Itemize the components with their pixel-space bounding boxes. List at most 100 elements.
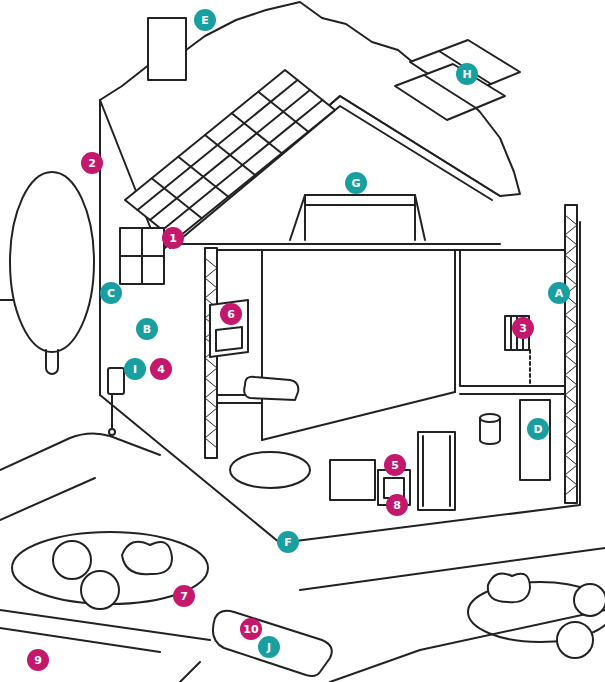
walls-part xyxy=(460,393,565,395)
ground-part xyxy=(488,573,530,602)
callout-circle-fill xyxy=(136,318,158,340)
callout-label: F xyxy=(277,531,299,553)
callout-number: 3 xyxy=(512,317,534,339)
tree xyxy=(10,172,94,374)
meter-box-part xyxy=(109,429,115,435)
solar-panels-part xyxy=(138,80,323,230)
ground-part xyxy=(557,622,593,658)
callout-circle-fill xyxy=(527,418,549,440)
callout-label: A xyxy=(548,282,570,304)
callout-circle-fill xyxy=(258,636,280,658)
walls-part xyxy=(261,250,263,440)
interior-items-part xyxy=(529,350,531,386)
window-part xyxy=(120,228,164,284)
callout-number: 7 xyxy=(173,585,195,607)
callout-number: 5 xyxy=(384,454,406,476)
walls-part xyxy=(100,100,580,543)
ground-part xyxy=(53,541,91,579)
callout-letter: J xyxy=(258,636,280,658)
callout-label: 6 xyxy=(220,303,242,325)
ground-part xyxy=(213,611,332,676)
callout-circle-fill xyxy=(220,303,242,325)
callout-circle-fill xyxy=(277,531,299,553)
walls-part xyxy=(305,204,415,206)
walls-part xyxy=(565,205,577,503)
ground-part xyxy=(180,662,200,682)
callout-number: 8 xyxy=(386,494,408,516)
window xyxy=(120,228,164,284)
callout-circle-fill xyxy=(456,63,478,85)
interior-items-part xyxy=(520,400,550,480)
callout-label: 8 xyxy=(386,494,408,516)
walls-part xyxy=(454,250,456,392)
interior-items-part xyxy=(216,327,242,351)
ground-part xyxy=(0,610,210,640)
walls-part xyxy=(217,402,262,404)
callout-letter: A xyxy=(548,282,570,304)
walls xyxy=(100,100,580,543)
ground xyxy=(0,300,605,682)
ground-part xyxy=(122,542,172,575)
callout-circle-fill xyxy=(386,494,408,516)
callout-number: 1 xyxy=(162,227,184,249)
interior-items xyxy=(210,300,550,510)
callout-letter: B xyxy=(136,318,158,340)
callout-circle-fill xyxy=(345,172,367,194)
walls-part xyxy=(290,195,425,240)
callout-circle-fill xyxy=(384,454,406,476)
ground-part xyxy=(81,571,119,609)
solar-panels-part xyxy=(424,51,491,108)
callout-circle-fill xyxy=(173,585,195,607)
ground-part xyxy=(574,584,605,616)
walls-part xyxy=(460,250,565,386)
callout-number: 2 xyxy=(81,152,103,174)
walls-part xyxy=(168,243,500,245)
callout-letter: C xyxy=(100,282,122,304)
callout-circle-fill xyxy=(100,282,122,304)
roof xyxy=(100,2,520,252)
interior-items-part xyxy=(423,436,450,506)
callout-label: H xyxy=(456,63,478,85)
callout-label: G xyxy=(345,172,367,194)
callout-number: 9 xyxy=(27,649,49,671)
callout-letter: H xyxy=(456,63,478,85)
callout-circle-fill xyxy=(548,282,570,304)
callout-label: 2 xyxy=(81,152,103,174)
callout-number: 4 xyxy=(150,358,172,380)
tree-part xyxy=(46,350,58,374)
walls-part xyxy=(99,100,101,395)
callout-circle-fill xyxy=(240,618,262,640)
callout-label: 10 xyxy=(240,618,262,640)
callout-letter: I xyxy=(124,358,146,380)
callout-label: 1 xyxy=(162,227,184,249)
tree-part xyxy=(10,172,94,352)
callout-circle-fill xyxy=(124,358,146,380)
roof-part xyxy=(100,2,520,252)
ground-part xyxy=(0,478,95,520)
interior-items-part xyxy=(230,452,310,488)
interior-items-part xyxy=(244,377,298,400)
callout-letter: D xyxy=(527,418,549,440)
callout-label: I xyxy=(124,358,146,380)
meter-box xyxy=(108,368,124,435)
callout-number: 6 xyxy=(220,303,242,325)
walls-part xyxy=(565,215,577,495)
callout-circle-fill xyxy=(81,152,103,174)
solar-panels-part xyxy=(125,70,335,240)
walls-part xyxy=(217,249,565,251)
callout-letter: E xyxy=(194,9,216,31)
ground-part xyxy=(0,628,160,652)
callout-circle-fill xyxy=(162,227,184,249)
callout-letter: G xyxy=(345,172,367,194)
meter-box-part xyxy=(108,368,124,394)
interior-items-part xyxy=(418,432,455,510)
callout-circle-fill xyxy=(512,317,534,339)
interior-items-part xyxy=(330,460,375,500)
callout-label: E xyxy=(194,9,216,31)
window-part xyxy=(120,228,164,284)
ground-part xyxy=(330,610,605,682)
callout-letter: F xyxy=(277,531,299,553)
